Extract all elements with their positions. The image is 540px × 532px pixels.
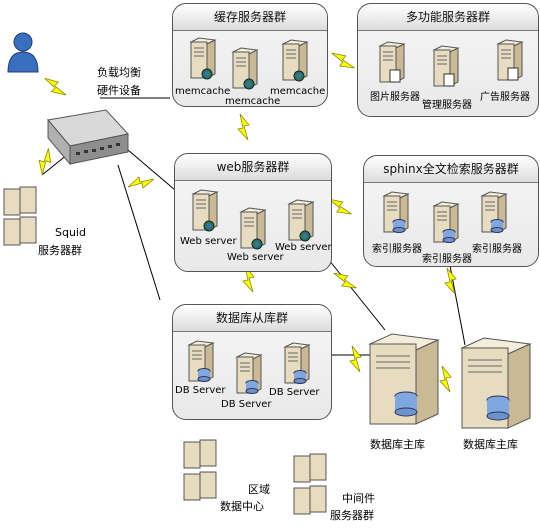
lightning-bolt-icon xyxy=(331,52,355,69)
admin-server-label: 管理服务器 xyxy=(422,100,472,111)
squid-label-1: Squid xyxy=(55,226,86,239)
db-server-1-icon xyxy=(187,339,215,389)
admin-server-icon xyxy=(432,44,460,94)
db-slave-group-title: 数据库从库群 xyxy=(173,305,331,332)
lightning-bolt-icon xyxy=(38,148,52,175)
cache-group-title: 缓存服务器群 xyxy=(173,4,327,31)
image-server-label: 图片服务器 xyxy=(370,92,420,103)
load-balancer-label-1: 负载均衡 xyxy=(97,66,141,79)
cache-server-3-icon xyxy=(281,38,309,88)
db-master-1-label: 数据库主库 xyxy=(370,438,425,451)
region-datacenter-icon xyxy=(183,439,217,501)
multi-group-title: 多功能服务器群 xyxy=(358,4,538,31)
multi-function-server-group: 多功能服务器群 图片服务器 管理服务器 广告服务器 xyxy=(357,3,539,117)
db-slave-server-group: 数据库从库群 DB Server DB Server DB Server xyxy=(172,304,332,420)
web-server-3-label: Web server xyxy=(275,242,332,253)
lightning-bolt-icon xyxy=(44,77,67,96)
db-server-2-label: DB Server xyxy=(221,399,272,410)
db-master-2-label: 数据库主库 xyxy=(463,438,518,451)
cache-server-1-label: memcache xyxy=(175,86,231,97)
lightning-bolt-icon xyxy=(444,267,457,295)
index-server-2-label: 索引服务器 xyxy=(422,254,472,265)
db-server-3-icon xyxy=(283,341,311,391)
lightning-bolt-icon xyxy=(333,272,357,289)
squid-server-icon xyxy=(3,186,37,246)
cache-server-group: 缓存服务器群 memcache memcache memcache xyxy=(172,3,328,107)
index-server-3-label: 索引服务器 xyxy=(472,244,522,255)
ad-server-label: 广告服务器 xyxy=(480,92,530,103)
db-master-1-icon xyxy=(366,330,444,434)
db-server-1-label: DB Server xyxy=(175,385,226,396)
ad-server-icon xyxy=(496,38,524,88)
web-server-1-label: Web server xyxy=(180,236,237,247)
db-master-2-icon xyxy=(458,334,536,438)
cache-server-2-label: memcache xyxy=(225,96,281,107)
cache-server-1-icon xyxy=(189,36,217,86)
index-server-2-icon xyxy=(432,200,460,250)
web-server-2-icon xyxy=(239,206,267,256)
load-balancer-label-2: 硬件设备 xyxy=(97,84,141,97)
load-balancer-device xyxy=(47,109,129,166)
index-server-3-icon xyxy=(480,190,508,240)
web-server-2-label: Web server xyxy=(227,252,284,263)
db-server-3-label: DB Server xyxy=(269,387,320,398)
region-label-2: 数据中心 xyxy=(220,500,264,513)
region-label-1: 区域 xyxy=(248,483,270,496)
squid-label-2: 服务器群 xyxy=(38,244,82,257)
index-server-1-icon xyxy=(382,190,410,240)
lightning-bolt-icon xyxy=(127,176,155,189)
cache-server-3-label: memcache xyxy=(270,86,326,97)
middleware-label-1: 中间件 xyxy=(342,492,375,505)
lightning-bolt-icon xyxy=(237,113,250,141)
sphinx-search-server-group: sphinx全文检索服务器群 索引服务器 索引服务器 索引服务器 xyxy=(363,155,539,267)
index-server-1-label: 索引服务器 xyxy=(372,244,422,255)
lightning-bolt-icon xyxy=(242,265,255,293)
cache-server-2-icon xyxy=(231,46,259,96)
image-server-icon xyxy=(378,40,406,90)
web-group-title: web服务器群 xyxy=(175,154,331,181)
user-icon xyxy=(7,32,39,73)
web-server-group: web服务器群 Web server Web server Web server xyxy=(174,153,332,272)
web-server-1-icon xyxy=(191,188,219,238)
lightning-bolt-icon xyxy=(439,365,452,393)
web-server-3-icon xyxy=(287,198,315,248)
middleware-cluster-icon xyxy=(293,453,327,515)
lightning-bolt-icon xyxy=(328,198,352,215)
sphinx-group-title: sphinx全文检索服务器群 xyxy=(364,156,538,183)
middleware-label-2: 服务器群 xyxy=(330,509,374,522)
db-server-2-icon xyxy=(235,351,263,401)
lightning-bolt-icon xyxy=(349,345,362,373)
